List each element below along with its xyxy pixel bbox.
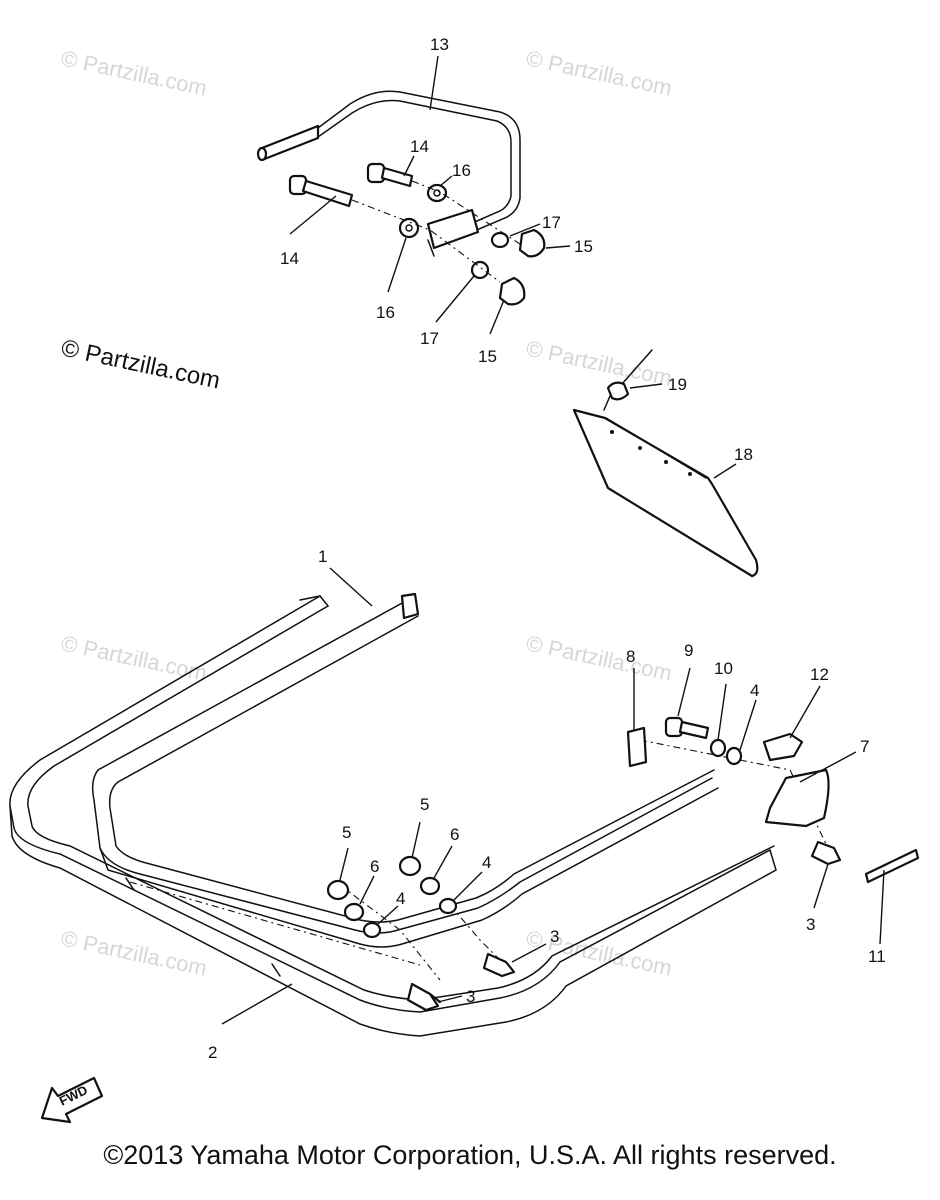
lock-washer-10 — [709, 738, 727, 758]
callout-10: 10 — [714, 659, 733, 678]
screw-3-mid — [482, 952, 516, 978]
screw-3-right — [810, 840, 842, 866]
bolt-9 — [664, 716, 710, 740]
washer-4-right — [725, 746, 743, 766]
callout-1: 1 — [318, 547, 327, 566]
nut-5-left — [326, 879, 350, 901]
leader-lines — [221, 55, 885, 1025]
callout-15-lower: 15 — [478, 347, 497, 366]
callout-3-right: 3 — [806, 915, 815, 934]
washer-16-lower — [398, 217, 420, 239]
callout-4-left: 4 — [396, 889, 405, 908]
acorn-nut-15-lower — [498, 276, 526, 306]
screw-3-lower — [406, 982, 442, 1012]
washer-4-left — [362, 921, 382, 939]
washer-16-upper — [426, 183, 448, 203]
callout-14-lower: 14 — [280, 249, 299, 268]
watermark-group: © Partzilla.com © Partzilla.com © Partzi… — [59, 45, 674, 980]
callout-17-lower: 17 — [420, 329, 439, 348]
callout-16-upper: 16 — [452, 161, 471, 180]
copyright-notice: ©2013 Yamaha Motor Corporation, U.S.A. A… — [103, 1140, 837, 1170]
callout-3-mid: 3 — [550, 927, 559, 946]
rear-bumper-inner — [91, 592, 719, 948]
rivet-19 — [603, 349, 653, 411]
callout-14-upper: 14 — [410, 137, 429, 156]
bolt-14-upper — [366, 162, 414, 188]
callout-9: 9 — [684, 641, 693, 660]
callout-13: 13 — [430, 35, 449, 54]
nut-5-right — [398, 855, 422, 877]
callout-3-lower: 3 — [466, 987, 475, 1006]
callout-12: 12 — [810, 665, 829, 684]
washer-4-mid — [438, 897, 458, 915]
grab-handle-bar — [256, 90, 521, 257]
spring-washer-17-upper — [490, 231, 510, 249]
watermark: © Partzilla.com — [524, 925, 674, 980]
callout-5-right: 5 — [420, 795, 429, 814]
rear-bumper-outer — [9, 595, 777, 1037]
spring-washer-6-left — [343, 902, 365, 922]
watermark: © Partzilla.com — [59, 630, 209, 685]
callout-17-upper: 17 — [542, 213, 561, 232]
spring-washer-17-lower — [470, 260, 490, 280]
callout-15-upper: 15 — [574, 237, 593, 256]
callout-16-lower: 16 — [376, 303, 395, 322]
callout-4-mid: 4 — [482, 853, 491, 872]
bolt-14-lower — [288, 174, 354, 208]
callout-19: 19 — [668, 375, 687, 394]
callout-8: 8 — [626, 647, 635, 666]
watermark: © Partzilla.com — [59, 45, 209, 100]
reflector-strip-11 — [864, 848, 920, 884]
callout-6-right: 6 — [450, 825, 459, 844]
clip-12 — [762, 732, 804, 762]
spring-washer-6-right — [419, 876, 441, 896]
forward-arrow-icon: FWD — [40, 1076, 104, 1124]
watermark-dark: © Partzilla.com — [59, 334, 223, 394]
callout-6-left: 6 — [370, 857, 379, 876]
callout-11: 11 — [868, 947, 886, 966]
acorn-nut-15-upper — [518, 228, 546, 258]
end-cap-7 — [764, 768, 830, 828]
watermark: © Partzilla.com — [524, 630, 674, 685]
callout-2: 2 — [208, 1043, 217, 1062]
watermark: © Partzilla.com — [524, 335, 674, 390]
callout-5-left: 5 — [342, 823, 351, 842]
mud-flap — [572, 408, 759, 578]
watermark: © Partzilla.com — [524, 45, 674, 100]
callout-labels: 13 14 14 16 16 17 17 15 15 19 18 1 2 3 3… — [208, 35, 886, 1062]
callout-7: 7 — [860, 737, 869, 756]
bracket-8 — [626, 726, 648, 768]
callout-18: 18 — [734, 445, 753, 464]
callout-4-right: 4 — [750, 681, 759, 700]
